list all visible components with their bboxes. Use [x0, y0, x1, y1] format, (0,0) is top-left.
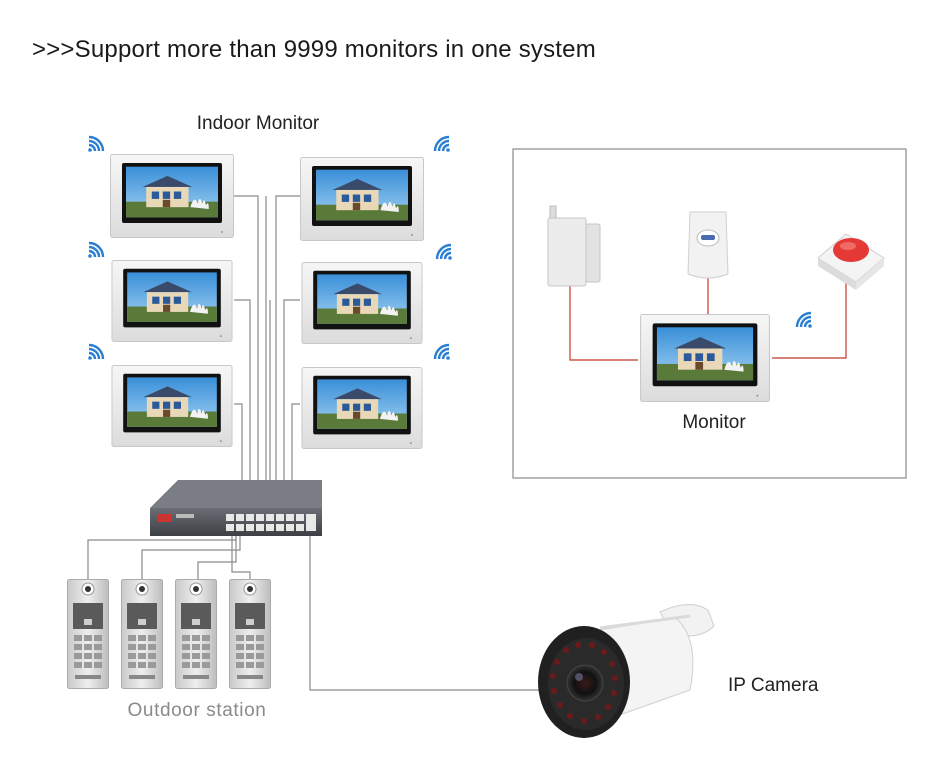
panic-button-icon [817, 233, 885, 290]
wifi-icon [435, 243, 453, 261]
indoor-monitor [111, 155, 234, 238]
indoor-monitor [112, 365, 232, 446]
outdoor-station [67, 579, 109, 689]
ip-camera-label: IP Camera [728, 675, 819, 696]
headline: >>>Support more than 9999 monitors in on… [32, 36, 596, 63]
alarm-monitor [641, 315, 770, 402]
wifi-icon [433, 343, 451, 361]
wifi-icon [86, 135, 105, 154]
outdoor-station [121, 579, 163, 689]
network-switch-icon [150, 480, 322, 536]
outdoor-station [229, 579, 271, 689]
monitor-label: Monitor [682, 412, 746, 433]
outdoor-station-label: Outdoor station [128, 700, 267, 721]
alarm-panel: Monitor [512, 148, 907, 479]
switch-wiring [87, 534, 540, 691]
indoor-monitor-label: Indoor Monitor [197, 113, 320, 134]
wifi-icon [433, 135, 451, 154]
ip-camera-icon [538, 604, 715, 738]
wifi-icon [86, 343, 105, 361]
outdoor-station-group [67, 579, 271, 689]
pir-sensor-icon [687, 211, 729, 279]
indoor-monitor [301, 158, 424, 241]
monitor-wiring [234, 195, 300, 480]
indoor-monitor [302, 367, 422, 448]
outdoor-station [175, 579, 217, 689]
door-sensor-icon [547, 205, 601, 287]
wifi-icon [86, 241, 105, 259]
indoor-monitor [112, 260, 232, 341]
indoor-monitor [302, 262, 422, 343]
